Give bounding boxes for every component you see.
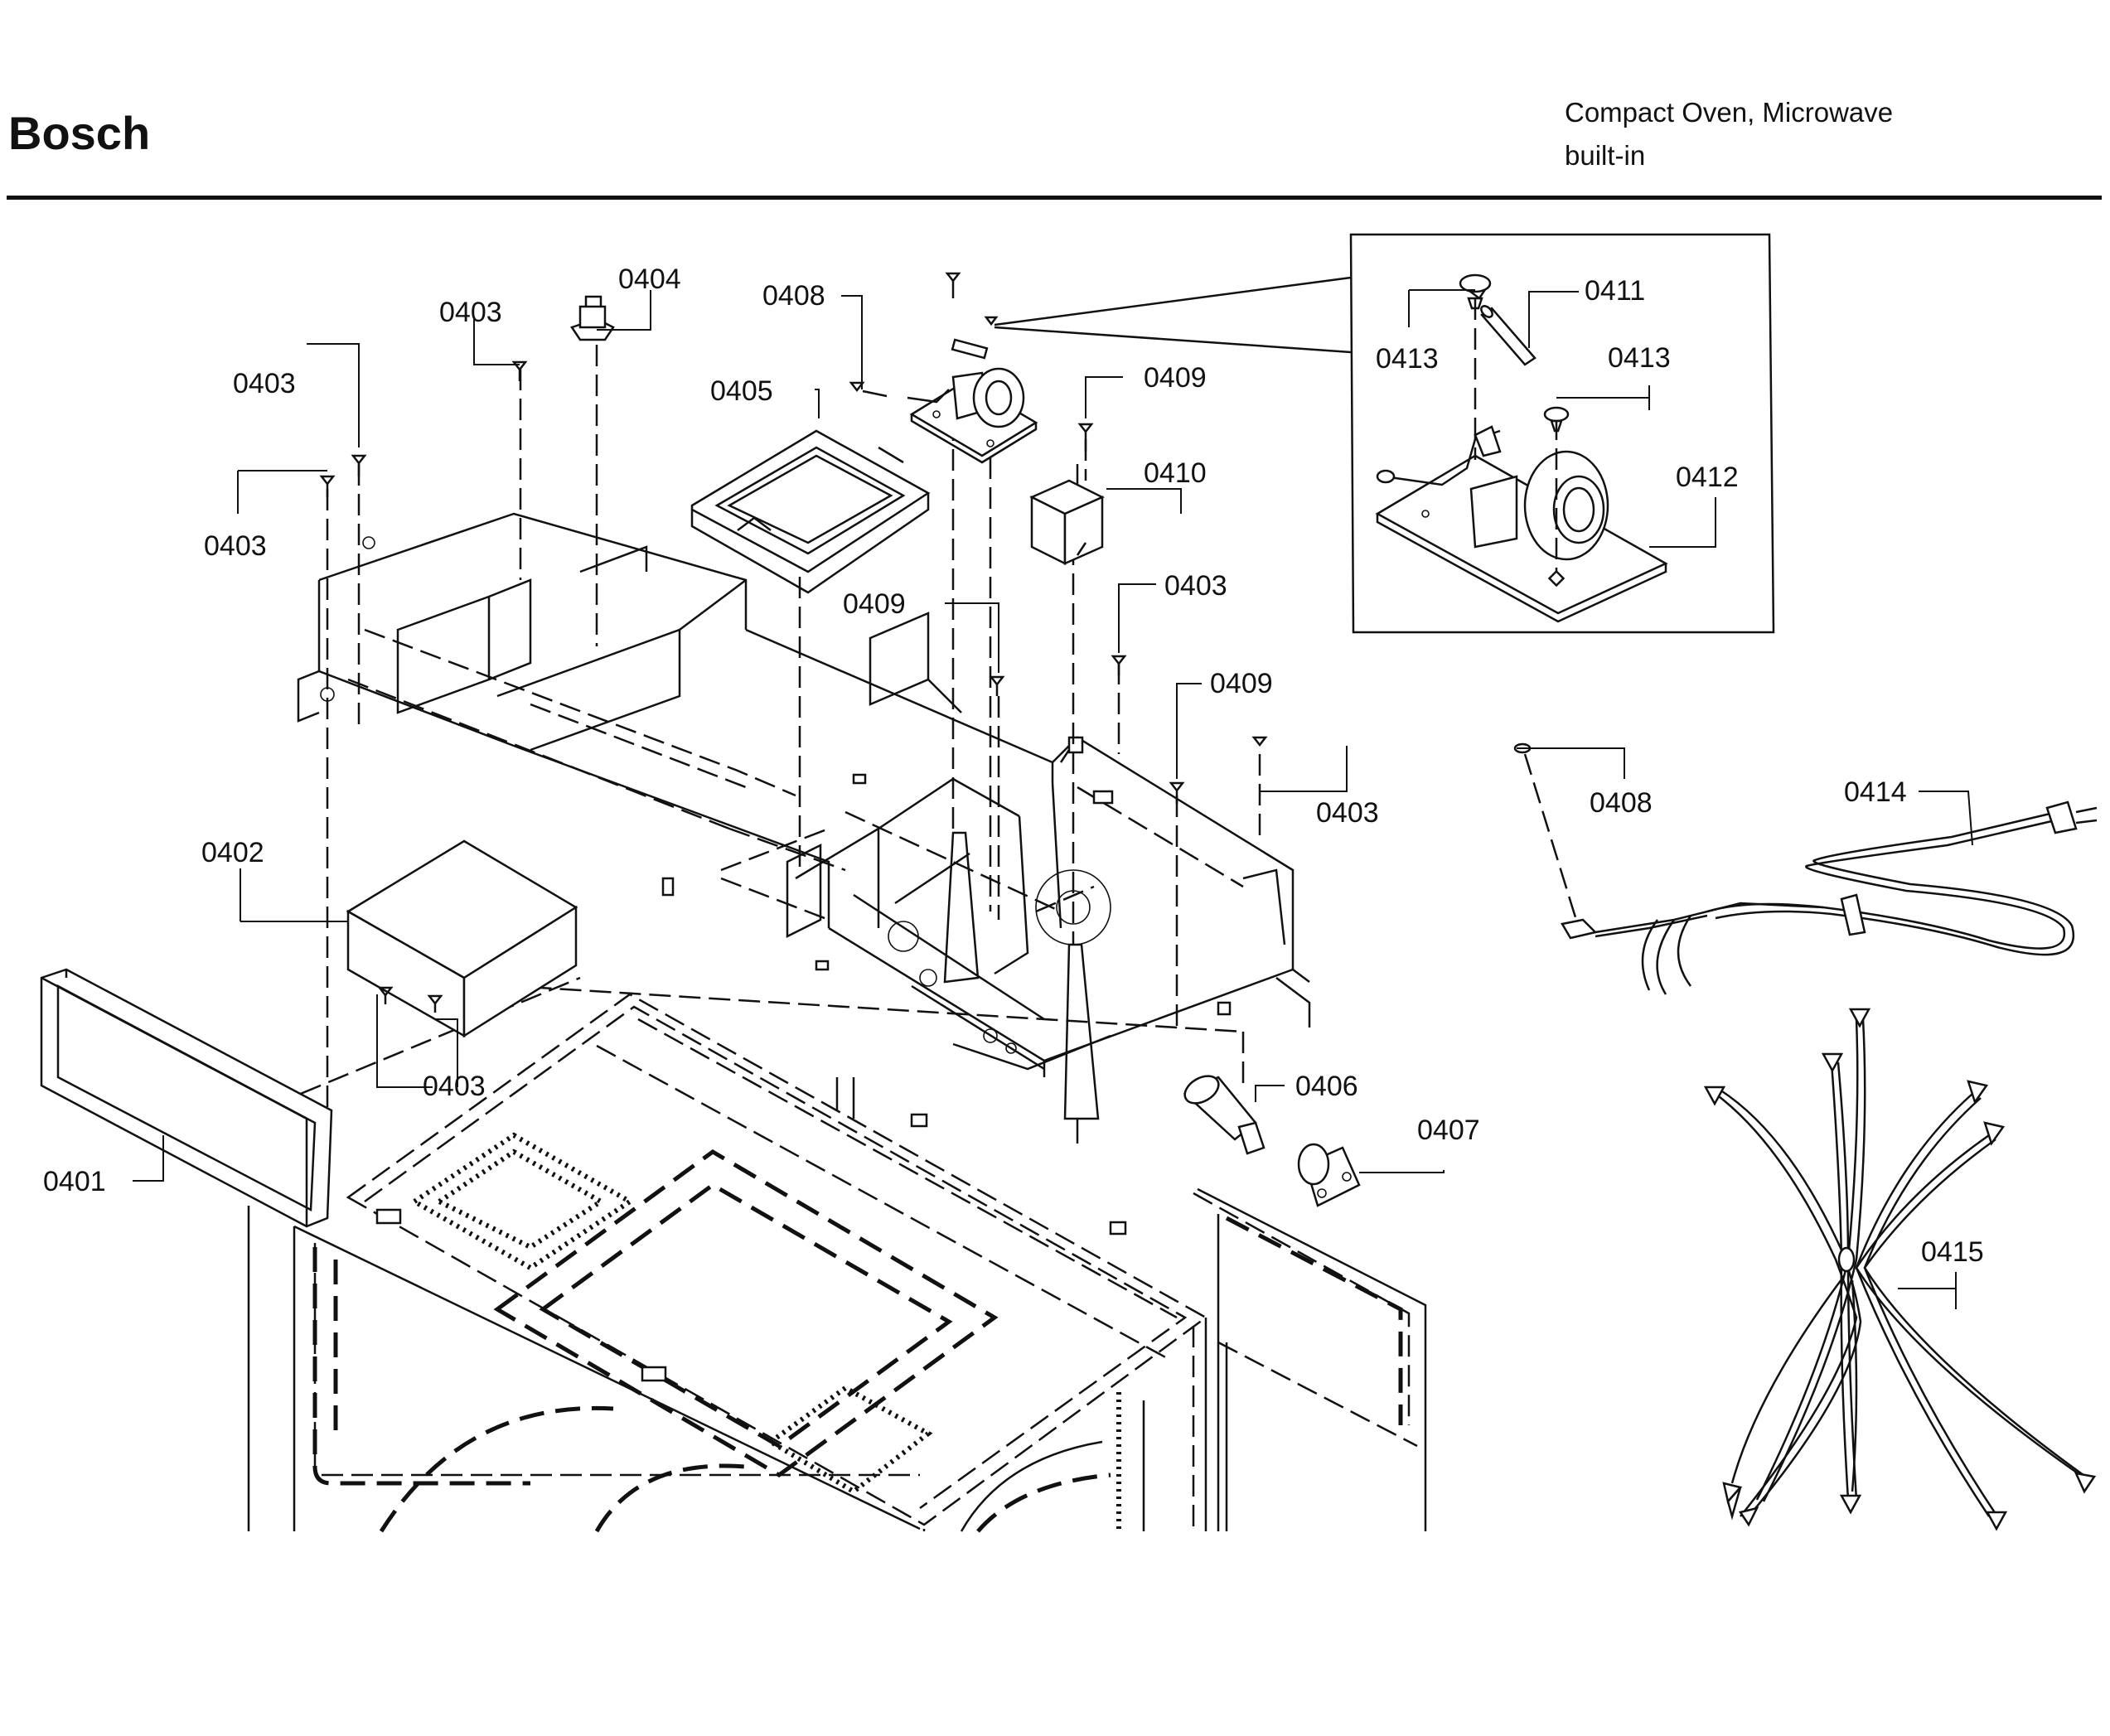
callout-0411: 0411	[1585, 275, 1645, 307]
product-description: Compact Oven, Microwave built-in	[1565, 91, 1893, 177]
callout-0403: 0403	[439, 297, 502, 328]
callout-0410: 0410	[1144, 457, 1207, 489]
callout-0406: 0406	[1295, 1071, 1358, 1102]
callout-0408: 0408	[1590, 787, 1653, 819]
callout-0404: 0404	[618, 264, 681, 295]
callout-0409: 0409	[1144, 362, 1207, 394]
callout-0405: 0405	[710, 375, 773, 407]
callout-0409: 0409	[1210, 668, 1273, 699]
callout-0413: 0413	[1608, 342, 1671, 374]
callout-0407: 0407	[1417, 1115, 1480, 1146]
part-0405-filter-tray	[690, 429, 931, 594]
callout-0414: 0414	[1844, 776, 1907, 808]
callout-0409: 0409	[843, 588, 906, 620]
callout-0413: 0413	[1376, 343, 1439, 375]
oven-cavity	[247, 993, 1427, 1533]
callout-0403: 0403	[1316, 797, 1379, 829]
callout-0403: 0403	[233, 368, 296, 399]
part-0414-power-cord	[1513, 742, 2098, 995]
part-0412-fan-bracket	[907, 338, 1038, 464]
part-0406-lamp	[1183, 1075, 1266, 1155]
product-line-1: Compact Oven, Microwave	[1565, 97, 1894, 128]
screws	[319, 272, 1268, 1013]
callout-0403: 0403	[204, 530, 267, 562]
part-0415-wire-harness	[1703, 1008, 2097, 1531]
callout-0403: 0403	[423, 1071, 486, 1102]
callout-0408: 0408	[762, 280, 825, 312]
product-line-2: built-in	[1565, 140, 1646, 171]
assembly-guides	[190, 315, 1261, 1218]
detail-inset-fan	[994, 233, 1775, 634]
chassis-frame	[297, 512, 1311, 1144]
brand-name: Bosch	[8, 107, 151, 159]
callout-0412: 0412	[1676, 462, 1739, 493]
header-rule	[7, 196, 2102, 200]
leader-lines	[133, 289, 1973, 1309]
callout-0415: 0415	[1921, 1236, 1984, 1268]
callout-0403: 0403	[1164, 570, 1227, 602]
part-0404-thermostat	[570, 295, 615, 341]
callout-labels: 0401 0402 0403 0403 0403 0403 0403 0403 …	[43, 264, 1984, 1268]
part-0410-capacitor	[1029, 464, 1105, 566]
callout-0402: 0402	[201, 837, 264, 868]
part-0402-cover-box	[346, 839, 578, 1038]
callout-0401: 0401	[43, 1166, 106, 1197]
part-0407-lamp-socket	[1297, 1143, 1361, 1207]
part-0401-panel-frame	[40, 968, 333, 1228]
